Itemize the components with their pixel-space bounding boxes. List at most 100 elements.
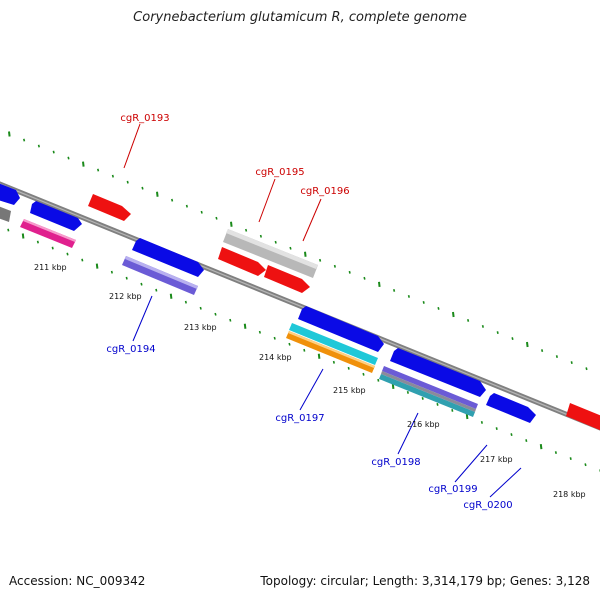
label-cgR-0200[interactable]: cgR_0200 <box>463 500 512 511</box>
tick-mark <box>554 451 557 454</box>
kbp-label-212: 212 kbp <box>109 292 142 301</box>
tick-mark <box>304 251 307 257</box>
tick-mark <box>333 264 336 268</box>
label-cgR-0193[interactable]: cgR_0193 <box>120 113 169 124</box>
kbp-label-217: 217 kbp <box>480 455 513 464</box>
tick-mark <box>467 319 470 322</box>
label-cgR-0198[interactable]: cgR_0198 <box>371 457 420 468</box>
tick-mark <box>199 306 202 310</box>
tick-mark <box>422 301 425 304</box>
tick-row-outer <box>8 131 588 371</box>
tick-mark <box>496 331 499 334</box>
tick-mark <box>97 168 100 172</box>
tick-mark <box>525 439 528 442</box>
tick-mark <box>541 349 544 352</box>
tick-mark <box>81 258 84 262</box>
gene-cgR-0197[interactable] <box>298 306 384 352</box>
gene-left-magenta[interactable] <box>20 219 76 248</box>
gene-left-magenta-shade <box>23 219 76 242</box>
tick-mark <box>169 293 173 299</box>
callout-cgR-0196 <box>302 198 322 242</box>
callout-cgR-0200 <box>489 467 522 498</box>
tick-mark <box>274 240 277 244</box>
tick-mark <box>332 360 335 364</box>
gene-cgR-0196[interactable] <box>264 265 310 293</box>
gene-cgR-0197-orange[interactable] <box>286 331 375 373</box>
gene-cgR-0194-feature[interactable] <box>122 256 198 295</box>
tick-mark <box>141 186 144 190</box>
kbp-label-216: 216 kbp <box>407 420 440 429</box>
gene-cgR-0193[interactable] <box>88 194 131 221</box>
callout-lines <box>123 123 522 498</box>
gene-cgR-0197-cyan[interactable] <box>289 323 378 365</box>
tick-mark <box>539 443 543 450</box>
gene-cgR-0198[interactable] <box>390 348 486 397</box>
tick-mark <box>436 403 439 406</box>
kbp-label-214: 214 kbp <box>259 353 292 362</box>
tick-mark <box>200 210 203 214</box>
gene-cgR-0198-teal[interactable] <box>379 374 475 417</box>
tick-mark <box>288 342 291 346</box>
gene-cgR-0194[interactable] <box>132 238 204 277</box>
tick-mark <box>8 131 11 137</box>
tick-mark <box>155 288 158 292</box>
map-title: Corynebacterium glutamicum R, complete g… <box>133 10 467 25</box>
gene-cgR-0198-stripe <box>381 371 476 412</box>
tick-mark <box>480 421 483 424</box>
kbp-label-211: 211 kbp <box>34 263 67 272</box>
label-cgR-0197[interactable]: cgR_0197 <box>275 413 324 424</box>
tick-mark <box>510 433 513 436</box>
topology-summary: Topology: circular; Length: 3,314,179 bp… <box>260 574 590 588</box>
gene-left-blue-edge[interactable] <box>0 183 20 205</box>
gene-labels: cgR_0193 cgR_0195 cgR_0196 cgR_0194 cgR_… <box>106 113 512 511</box>
tick-mark <box>215 216 218 220</box>
tick-mark <box>110 270 113 274</box>
tick-mark <box>407 295 410 298</box>
tick-row-inner <box>7 228 600 473</box>
tick-mark <box>229 318 232 322</box>
gene-left-gray-edge[interactable] <box>0 206 11 222</box>
label-cgR-0199[interactable]: cgR_0199 <box>428 484 477 495</box>
tick-mark <box>363 276 366 280</box>
tick-mark <box>511 337 514 340</box>
tick-mark <box>570 361 573 364</box>
callout-cgR-0198 <box>397 412 419 455</box>
gene-left-blue[interactable] <box>30 201 82 231</box>
callout-cgR-0199 <box>454 444 488 483</box>
tick-mark <box>52 150 55 154</box>
tick-mark <box>156 191 159 197</box>
tick-mark <box>451 409 454 412</box>
kbp-label-215: 215 kbp <box>333 386 366 395</box>
tick-mark <box>230 221 233 227</box>
tick-mark <box>184 300 187 304</box>
backbone-line-highlight <box>0 183 600 429</box>
gene-cgR-0200[interactable] <box>486 393 536 423</box>
tick-mark <box>377 378 380 382</box>
tick-mark <box>245 228 248 232</box>
gene-cgR-0195-shade <box>226 229 318 269</box>
label-cgR-0195[interactable]: cgR_0195 <box>255 167 304 178</box>
label-cgR-0196[interactable]: cgR_0196 <box>300 186 349 197</box>
kbp-label-213: 213 kbp <box>184 323 217 332</box>
tick-mark <box>243 323 247 329</box>
tick-mark <box>452 311 455 318</box>
tick-mark <box>555 355 558 358</box>
gene-cgR-0198-purple[interactable] <box>382 366 478 409</box>
tick-mark <box>7 228 10 232</box>
tick-mark <box>21 233 25 239</box>
callout-cgR-0193 <box>123 123 141 169</box>
gene-cgR-0194-feature-shade <box>125 256 198 289</box>
tick-mark <box>259 234 262 238</box>
tick-mark <box>273 336 276 340</box>
gene-right-red-edge[interactable] <box>566 403 600 431</box>
tick-mark <box>437 307 440 310</box>
tick-mark <box>67 156 70 160</box>
feature-layer <box>0 183 600 431</box>
tick-mark <box>465 413 469 420</box>
label-cgR-0194[interactable]: cgR_0194 <box>106 344 155 355</box>
accession-text: Accession: NC_009342 <box>9 574 146 588</box>
gene-cgR-0195-red[interactable] <box>218 247 266 276</box>
tick-mark <box>51 246 54 250</box>
tick-mark <box>303 348 306 352</box>
